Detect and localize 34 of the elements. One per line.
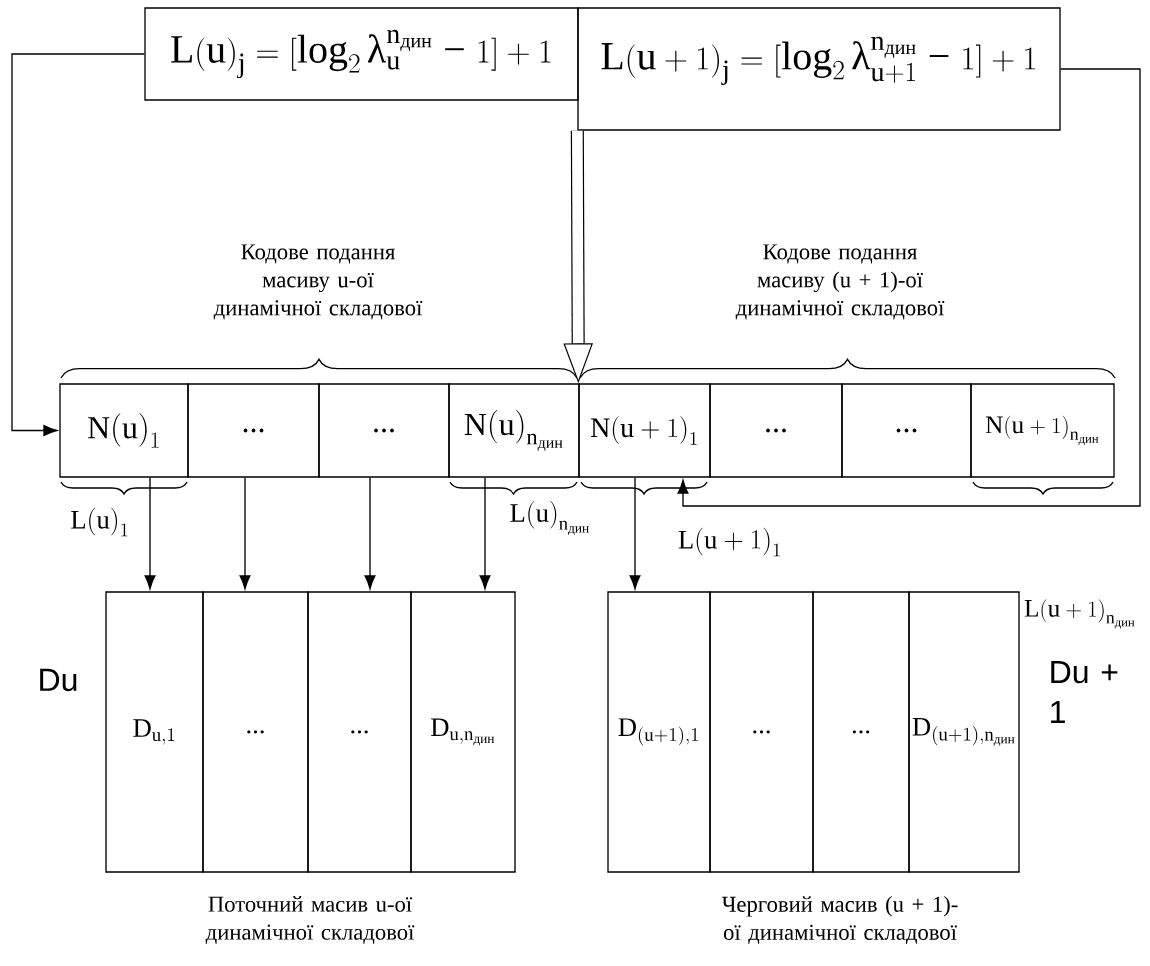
arrow (11, 53, 145, 436)
arrow (479, 477, 491, 590)
caption-text: Кодове подання масиву u-ої динамічної складової (213, 244, 423, 320)
caption-text: Поточний масив u-ої динамічної складової (205, 896, 415, 944)
array-label: Du + 1 (1051, 661, 1118, 723)
caption-text: Черговий масив (u + 1)-ої динамічної складової (721, 895, 958, 945)
arrow (629, 477, 641, 590)
formula-box: $\mathrm{L(u}+1\mathrm{)}_{\mathrm{j}}=[\mathrm{log}_{2}\,\text{λ}_{\mathrm{u}+1}^{\mathrm{n}_{\text{дин}}}\text{ − }1]+1$ (577, 7, 1061, 131)
caption-text: Кодове подання масиву (u + 1)-ої динамічної складової (735, 244, 945, 320)
column-cell: ... (202, 591, 309, 873)
length-label: $\mathrm{L(u)}_{\mathrm{n}_{\text{дин}}}$ (510, 501, 589, 535)
arrow (677, 68, 1141, 507)
column-cell: ... (307, 591, 412, 873)
array-cell: ... (187, 383, 320, 478)
arrow (239, 477, 251, 590)
column-cell: ... (812, 591, 910, 873)
length-label: $\mathrm{L(u)}_{1}$ (71, 507, 128, 537)
array-cell: $\mathrm{N(u)}_{1}$ (59, 383, 189, 478)
column-cell: $\mathrm{D}_{(\mathrm{u}+1),1}$ (607, 591, 711, 873)
array-cell: ... (841, 383, 972, 478)
array-label: Du (40, 668, 77, 692)
array-cell: $\mathrm{N(u}+1\mathrm{)}_{\mathrm{n}_{\text{дин}}}$ (970, 383, 1115, 478)
column-cell: $\mathrm{D}_{\mathrm{u},\mathrm{n}_{\text{дин}}}$ (410, 591, 516, 873)
arrow (364, 477, 376, 590)
arrow (144, 477, 156, 590)
column-cell: $\mathrm{D}_{(\mathrm{u}+1),\mathrm{n}_{\text{дин}}}$ (908, 591, 1020, 873)
array-cell: ... (318, 383, 450, 478)
array-cell: $\mathrm{N(u}+1\mathrm{)}_{1}$ (578, 383, 711, 478)
array-cell: $\mathrm{N(u)}_{\mathrm{n}_{\text{дин}}}$ (448, 383, 580, 478)
array-cell: ... (709, 383, 843, 478)
column-cell: ... (709, 591, 814, 873)
formula-box: $\mathrm{L(u)}_{\mathrm{j}}=[\mathrm{log}_{2}\,\text{λ}_{\mathrm{u}}^{\mathrm{n}_{\text{дин}}}\text{ − }1]+1$ (144, 7, 579, 101)
column-cell: $\mathrm{D}_{\mathrm{u},1}$ (105, 591, 204, 873)
length-label: $\mathrm{L(u}+1\mathrm{)}_{1}$ (678, 527, 780, 557)
